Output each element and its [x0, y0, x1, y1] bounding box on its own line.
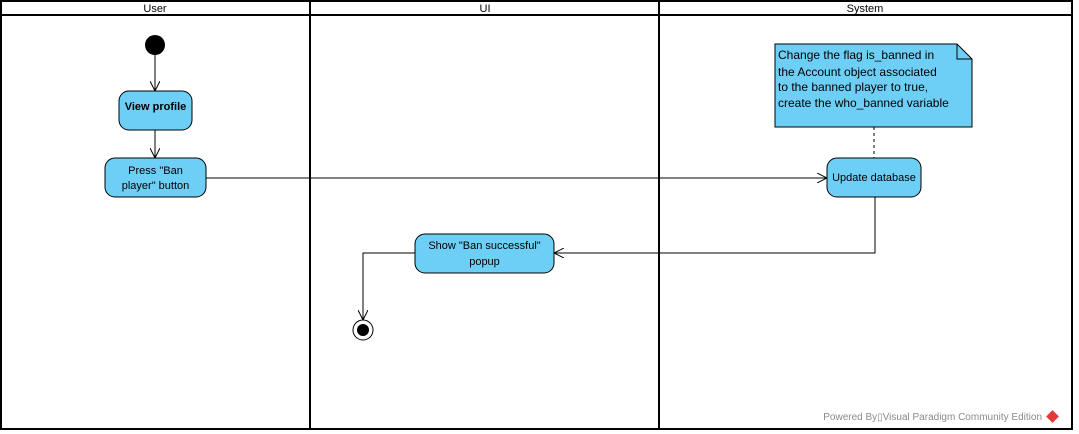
initial-node [145, 35, 165, 55]
action-update-database[interactable]: Update database [826, 157, 922, 198]
action-view-profile-label: View profile [125, 101, 187, 113]
lane-title-user: User [143, 3, 167, 15]
action-update-database-label: Update database [832, 172, 916, 184]
flow-show-popup-to-final [363, 252, 415, 320]
final-node [352, 319, 374, 341]
footer-text: Powered By▯Visual Paradigm Community Edi… [823, 412, 1042, 423]
note-line-3: to the banned player to true, [778, 80, 928, 94]
note-line-4: create the who_banned variable [778, 96, 949, 110]
action-show-ban-successful-popup[interactable]: Show "Ban successful" popup [414, 233, 555, 274]
powered-by-footer: Powered By▯Visual Paradigm Community Edi… [823, 410, 1059, 423]
note-line-1: Change the flag is_banned in [778, 48, 934, 62]
visual-paradigm-logo-icon [1046, 410, 1059, 423]
action-show-popup-label-line-2: popup [469, 256, 500, 268]
action-press-ban-label-line-2: player" button [122, 180, 190, 192]
lane-title-ui: UI [480, 3, 491, 15]
action-press-ban-label-line-1: Press "Ban [128, 165, 183, 177]
lane-title-system: System [847, 3, 884, 15]
note-ban-details: Change the flag is_banned in the Account… [774, 43, 973, 128]
note-line-2: the Account object associated [778, 65, 937, 79]
action-press-ban-button[interactable]: Press "Ban player" button [104, 157, 207, 198]
flow-update-database-to-show-popup [554, 197, 876, 253]
action-show-popup-label-line-1: Show "Ban successful" [428, 240, 540, 252]
action-view-profile[interactable]: View profile [118, 90, 193, 131]
